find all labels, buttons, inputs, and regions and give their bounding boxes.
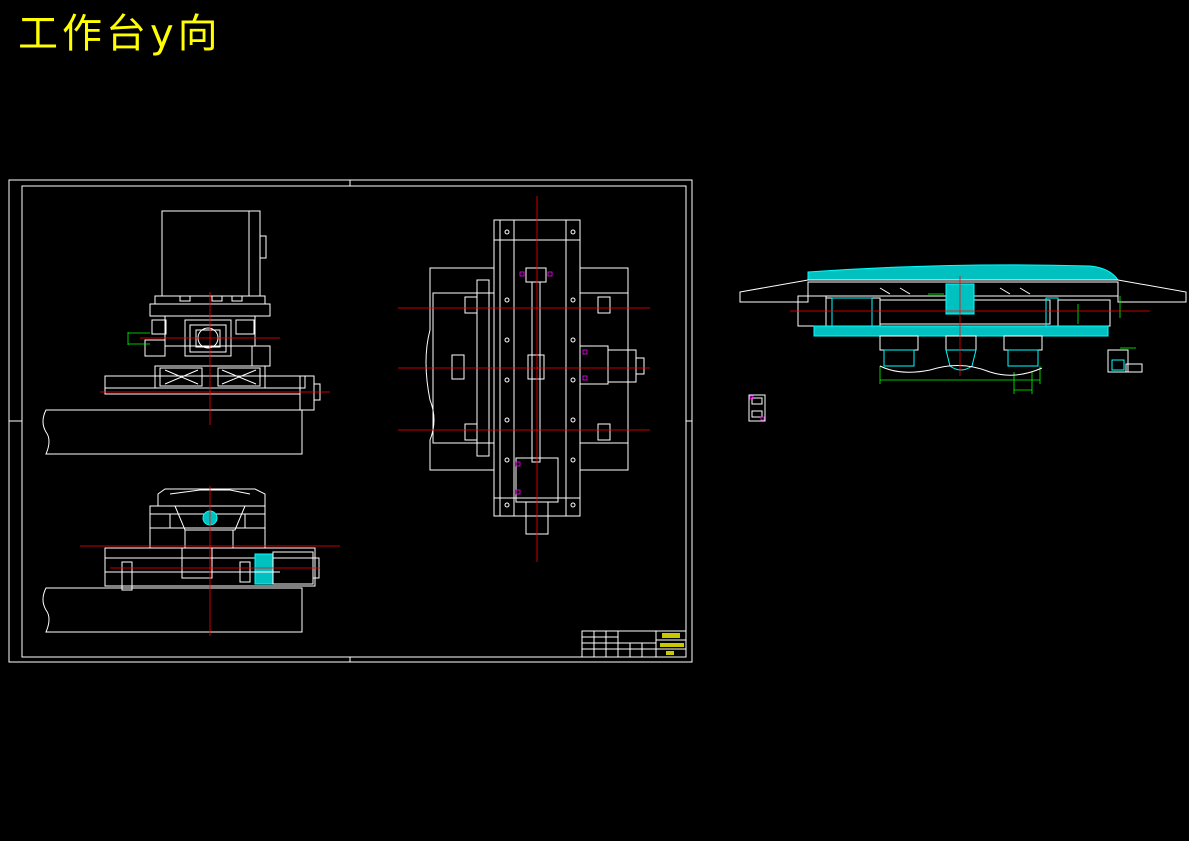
front-view[interactable] [42, 210, 330, 455]
sheet-frame [8, 179, 693, 663]
drawing-title: 工作台y向 [18, 11, 222, 57]
title-block [581, 630, 687, 658]
detail-part [748, 394, 766, 422]
section-view[interactable] [739, 264, 1187, 394]
side-view[interactable] [42, 486, 340, 636]
top-view[interactable] [398, 196, 650, 562]
